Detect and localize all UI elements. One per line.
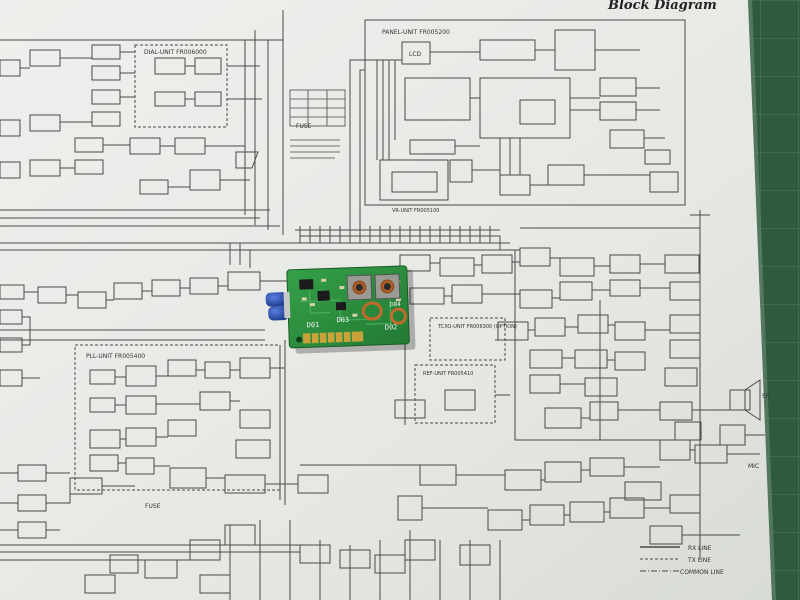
line-legend [640, 546, 680, 572]
pcb-edge-contacts [302, 331, 364, 344]
fuse-label-left: FUSE [296, 123, 312, 130]
pll-unit-label: PLL-UNIT FR005400 [86, 353, 145, 360]
signal-chain [0, 271, 290, 387]
pcb-coil-1 [361, 301, 383, 321]
pcb-coil-2 [389, 307, 407, 325]
pcb-label-d04: D04 [390, 301, 401, 308]
pcb-label-d02: D02 [385, 323, 398, 331]
legend-common: COMMON LINE [680, 569, 724, 576]
pcb-ic-2 [317, 290, 330, 301]
right-side-chain [399, 247, 765, 464]
pcb-label-d03: D03 [336, 316, 349, 324]
tcxo-unit-label: TCXO-UNIT FR006300 (OPTION) [437, 324, 517, 330]
pcb-label-d01: D01 [307, 321, 320, 329]
vr-unit-label: VR-UNIT FR005100 [392, 208, 439, 214]
dial-unit-label: DIAL-UNIT FR006000 [144, 49, 207, 56]
pcb-capacitor-3 [283, 291, 291, 319]
mic-label: MIC [748, 463, 759, 470]
pcb-ic-1 [299, 279, 314, 290]
panel-unit-region [349, 19, 686, 240]
pcb-inductor-core-2 [380, 279, 395, 294]
pcb-smd-parts [301, 278, 401, 317]
speaker-label: SP [762, 393, 770, 400]
pcb-ic-3 [335, 301, 347, 311]
cat-table [289, 89, 346, 159]
dial-unit-region [0, 10, 284, 235]
lcd-label: LCD [409, 51, 422, 58]
pcb-capacitor-2 [268, 306, 289, 321]
lower-center-chain [84, 399, 740, 600]
pll-unit-region [74, 340, 329, 505]
panel-unit-label: PANEL-UNIT FR005200 [382, 29, 450, 36]
pcb-mount-hole [296, 336, 303, 343]
pcb-inductor-core-1 [352, 280, 367, 295]
pcb-capacitor-1 [265, 292, 288, 307]
fuse-label-mid: FUSE [145, 503, 161, 510]
paper-edge-shadow [748, 0, 776, 600]
pcb-contact-gaps [310, 331, 353, 344]
legend-rx: RX LINE [688, 545, 712, 552]
pcb-module: D01 D02 D03 D04 [265, 265, 416, 354]
diagram-heading: Block Diagram [607, 0, 717, 13]
legend-tx: TX LINE [687, 557, 711, 564]
ref-unit-label: REF-UNIT FR005410 [423, 371, 473, 377]
